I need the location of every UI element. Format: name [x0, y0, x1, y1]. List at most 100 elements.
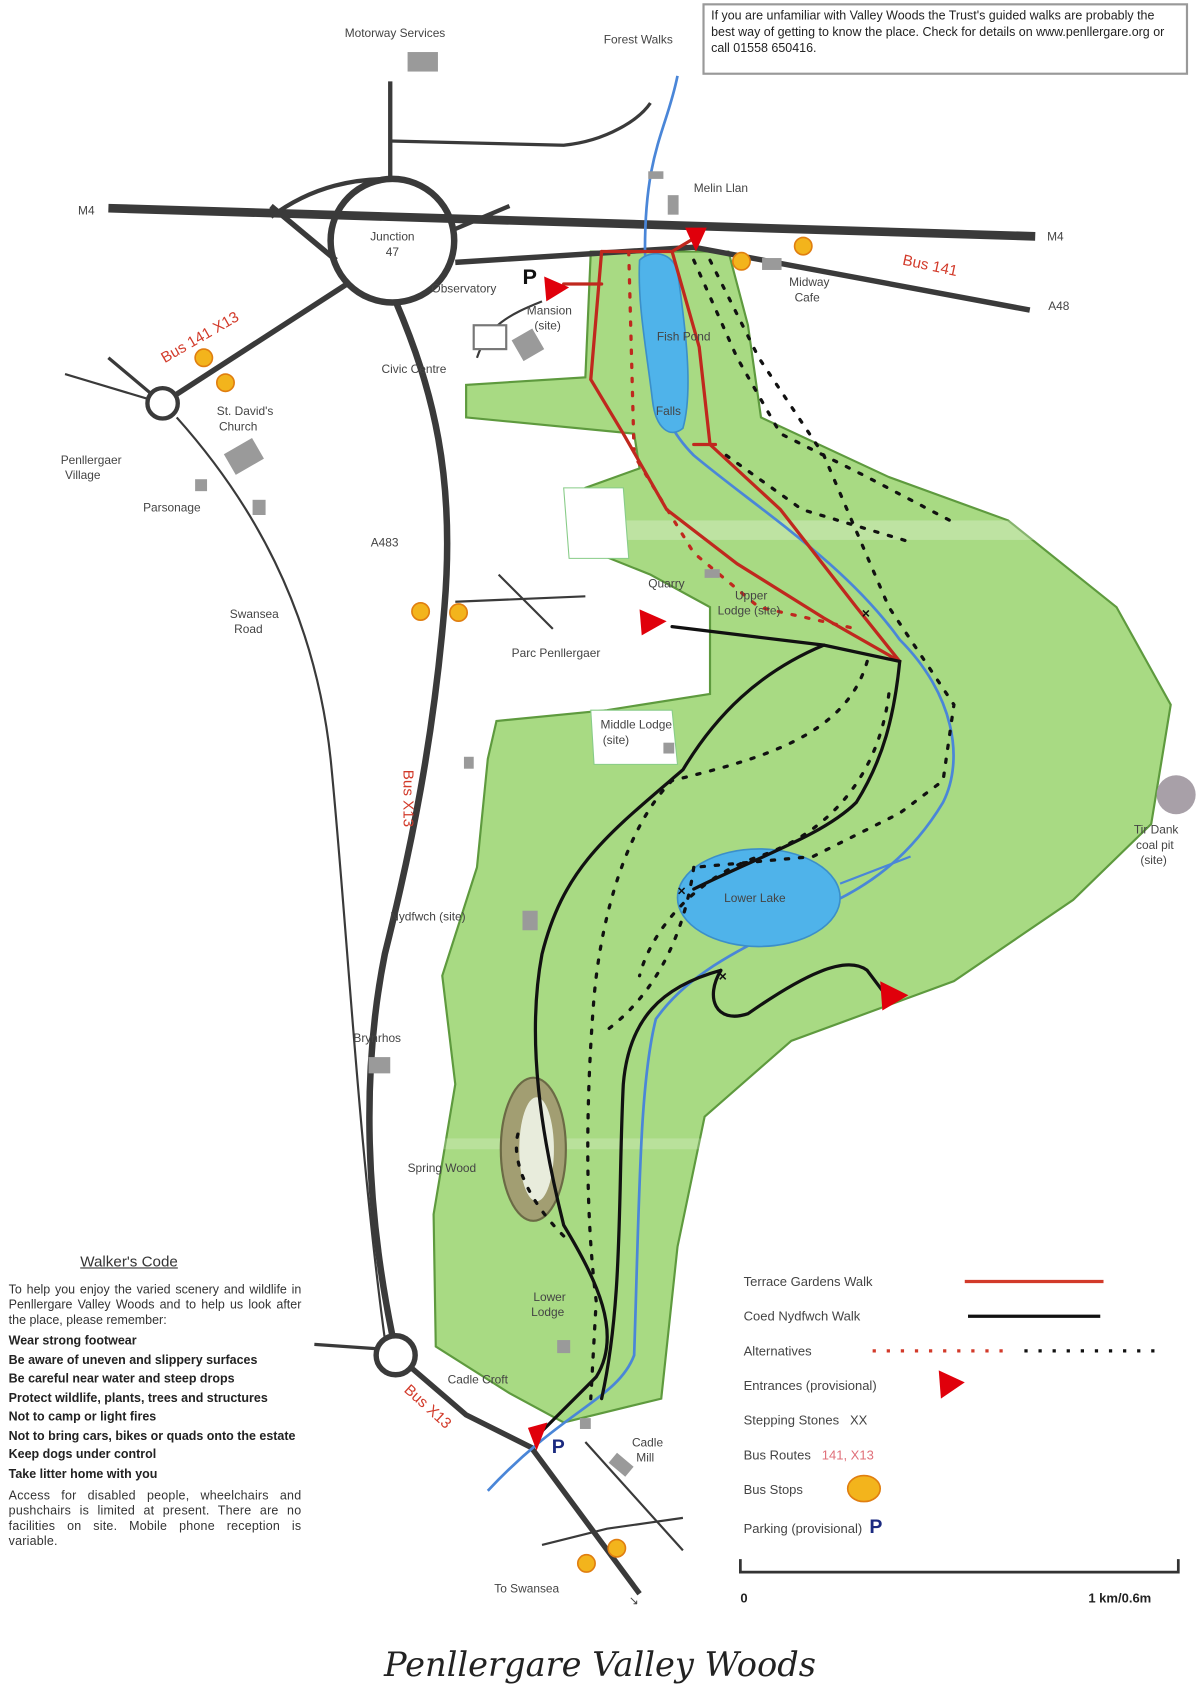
label-forest-walks: Forest Walks [604, 32, 673, 46]
label-observatory: Observatory [431, 282, 496, 296]
rule: Be aware of uneven and slippery surfaces [8, 1353, 258, 1367]
rule: Be careful near water and steep drops [8, 1372, 235, 1386]
label-civic-centre: Civic Centre [382, 362, 447, 376]
scale-end: 1 km/0.6m [1088, 1590, 1152, 1606]
alternative-route [692, 258, 956, 869]
alternative-route [692, 258, 956, 525]
label-st-davids: St. David's [217, 404, 274, 418]
label-cadle: Cadle [632, 1435, 663, 1449]
rule: Keep dogs under control [8, 1448, 157, 1462]
label-upper: Upper [735, 589, 767, 603]
label-mansion: Mansion [527, 303, 572, 317]
civic-centre-building [472, 324, 508, 351]
legend-parking-label: Parking (provisional) [743, 1521, 863, 1537]
label-motorway-services: Motorway Services [345, 26, 446, 40]
legend-terrace: Terrace Gardens Walk [743, 1273, 873, 1290]
label-midway: Midway [789, 275, 829, 289]
label-coal-pit-site: (site) [1140, 853, 1166, 867]
info-box: If you are unfamiliar with Valley Woods … [702, 3, 1189, 75]
walkers-code: Walker's Code To help you enjoy the vari… [9, 1252, 302, 1549]
legend-entrances: Entrances (provisional) [743, 1378, 877, 1394]
alternative-route [637, 692, 891, 978]
label-melin-llan: Melin Llan [694, 181, 748, 195]
rule: Not to camp or light fires [8, 1410, 157, 1424]
legend-alternatives: Alternatives [743, 1343, 812, 1359]
alternative-route [605, 865, 696, 1032]
label-church: Church [219, 419, 257, 433]
stepping-stones-icon: × [678, 883, 686, 899]
label-lower-lake: Lower Lake [724, 891, 786, 905]
label-cadle-croft: Cadle Croft [448, 1372, 509, 1386]
label-parc-penllergaer: Parc Penllergaer [512, 646, 601, 660]
entrance-icon [544, 276, 570, 302]
access-note: Access for disabled people, wheelchairs … [8, 1489, 302, 1549]
walkers-code-title: Walker's Code [80, 1252, 178, 1270]
spring-wood-clearing [519, 1097, 554, 1202]
label-m4-west: M4 [78, 204, 95, 218]
label-lower-lodge: Lodge [531, 1305, 564, 1319]
walkers-code-intro: To help you enjoy the varied scenery and… [8, 1283, 302, 1328]
label-spring-wood: Spring Wood [408, 1161, 477, 1175]
stepping-stones-icon: XX [849, 1412, 868, 1428]
a48-road [455, 244, 1031, 313]
label-fish-pond: Fish Pond [657, 329, 711, 343]
legend-coed: Coed Nydfwch Walk [743, 1308, 861, 1324]
scale-start: 0 [740, 1590, 748, 1606]
bus-stop-icon [846, 1474, 882, 1503]
rule: Take litter home with you [8, 1467, 158, 1481]
label-falls: Falls [656, 404, 681, 418]
legend-stepping: Stepping Stones XX [744, 1409, 868, 1431]
scale-bar [739, 1559, 1180, 1574]
coal-pit-marker [1156, 775, 1196, 815]
label-coal-pit: coal pit [1136, 838, 1174, 852]
coed-nydfwch-walk [670, 625, 902, 891]
alternative-route [586, 659, 869, 1401]
lower-lake [676, 848, 841, 948]
buildings [195, 52, 782, 1477]
label-bus-141: Bus 141 [901, 252, 959, 280]
label-penllergaer: Penllergaer [61, 453, 122, 467]
label-bus-x13-vertical: Bus X13 [399, 770, 416, 827]
alternative-route [514, 1125, 566, 1238]
label-road: Road [234, 622, 262, 636]
walk-routes [514, 236, 956, 1433]
label-a483: A483 [371, 535, 399, 549]
legend-bus-routes-label: Bus Routes [743, 1447, 811, 1463]
label-a48: A48 [1048, 299, 1070, 313]
legend-bus-stops: Bus Stops [743, 1482, 803, 1498]
walkers-code-rules: Wear strong footwear Be aware of uneven … [9, 1332, 302, 1484]
coed-nydfwch-walk [533, 643, 826, 1433]
label-lower: Lower [533, 1290, 565, 1304]
clearing [563, 487, 630, 559]
label-upper-lodge: Lodge (site) [718, 604, 781, 618]
label-quarry: Quarry [648, 577, 684, 591]
bus-stop-icon [731, 251, 751, 271]
entrance-icon [685, 227, 707, 252]
bus-stop-icon [607, 1538, 627, 1558]
rule: Protect wildlife, plants, trees and stru… [8, 1391, 268, 1405]
rule: Not to bring cars, bikes or quads onto t… [8, 1429, 296, 1443]
bus-stops [194, 236, 813, 1573]
label-middle-lodge: Middle Lodge [601, 718, 673, 732]
rule: Wear strong footwear [8, 1334, 137, 1348]
bus-stop-icon [576, 1553, 596, 1573]
label-mansion-site: (site) [534, 319, 560, 333]
roads [64, 81, 1036, 1596]
legend-parking: Parking (provisional) P [744, 1516, 883, 1538]
legend-bus-routes-value: 141, X13 [821, 1447, 874, 1463]
legend-swatches [739, 1279, 1180, 1574]
legend-bus-routes: Bus Routes 141, X13 [744, 1444, 874, 1466]
alternative-route [724, 453, 913, 544]
label-junction-number: 47 [386, 245, 400, 259]
parking-icon: P [869, 1515, 883, 1538]
label-to-swansea: To Swansea [494, 1582, 559, 1596]
bus-stop-icon [215, 373, 235, 393]
stepping-stones-icon: × [719, 968, 727, 984]
label-cadle-mill: Mill [636, 1451, 654, 1465]
entrance-icon [938, 1370, 965, 1399]
label-village: Village [65, 468, 101, 482]
label-bus-x13-south: Bus X13 [401, 1381, 455, 1432]
label-brynrhos: Brynrhos [353, 1031, 401, 1045]
label-tir-dank: Tir Dank [1134, 823, 1179, 837]
